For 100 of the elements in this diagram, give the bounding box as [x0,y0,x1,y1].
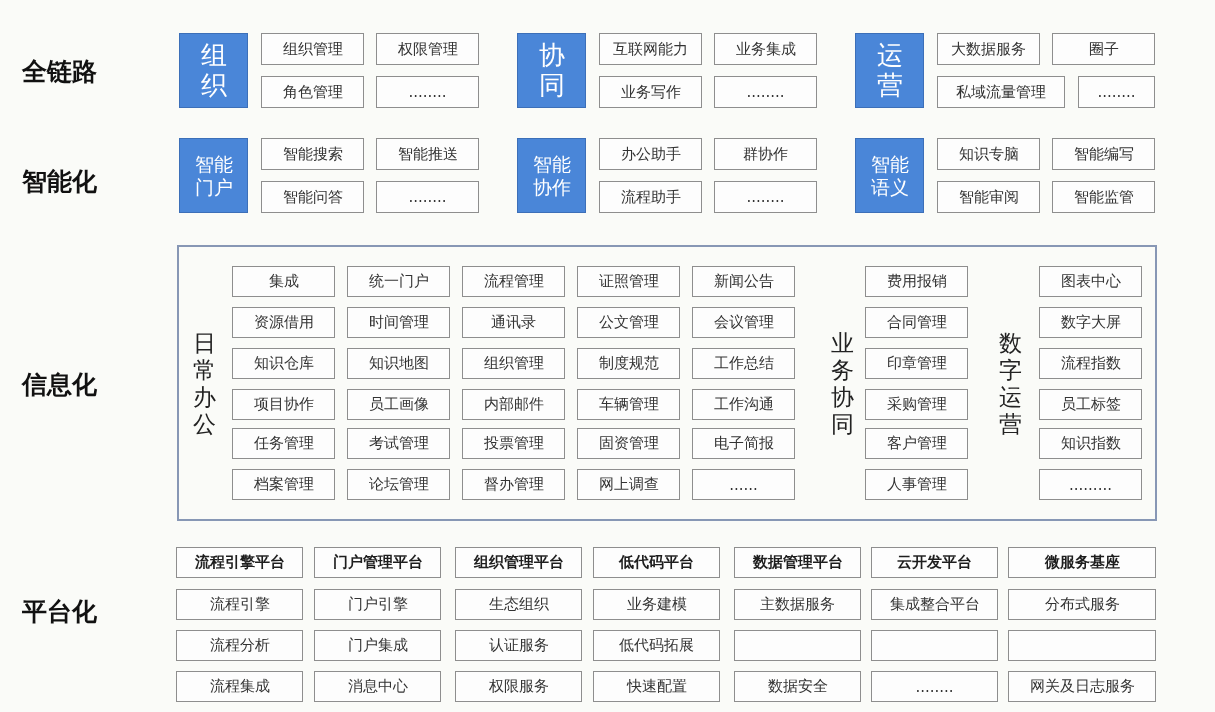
category-box: 智能协作 [517,138,586,213]
module-box: 生态组织 [455,589,582,620]
module-box: 制度规范 [577,348,680,379]
module-box: 资源借用 [232,307,335,338]
module-box: 知识仓库 [232,348,335,379]
module-box: 低代码拓展 [593,630,720,661]
module-box: 大数据服务 [937,33,1040,65]
module-box: 知识指数 [1039,428,1142,459]
module-box: 智能推送 [376,138,479,170]
module-box: 集成 [232,266,335,297]
module-box: 智能监管 [1052,181,1155,213]
module-box: 图表中心 [1039,266,1142,297]
column-heading: 日常办公 [192,330,216,438]
module-box: 组织管理 [261,33,364,65]
module-box: 时间管理 [347,307,450,338]
module-box: 论坛管理 [347,469,450,500]
module-box: 工作沟通 [692,389,795,420]
module-box: ........ [376,181,479,213]
module-box: 智能编写 [1052,138,1155,170]
column-heading: 业务协同 [830,330,854,438]
module-box: 流程分析 [176,630,303,661]
module-box: ........ [1078,76,1155,108]
category-box: 运营 [855,33,924,108]
module-box: 群协作 [714,138,817,170]
layer-label: 信息化 [22,370,97,400]
module-box: 数字大屏 [1039,307,1142,338]
module-box: 流程集成 [176,671,303,702]
module-box: ........ [376,76,479,108]
layer-label: 智能化 [22,167,97,197]
module-box: 门户引擎 [314,589,441,620]
module-box [1008,630,1156,661]
module-box: 通讯录 [462,307,565,338]
module-box: 分布式服务 [1008,589,1156,620]
module-box: 统一门户 [347,266,450,297]
module-box: 快速配置 [593,671,720,702]
category-box: 组织 [179,33,248,108]
category-box: 智能门户 [179,138,248,213]
category-box: 智能语义 [855,138,924,213]
module-box: 采购管理 [865,389,968,420]
platform-box: 组织管理平台 [455,547,582,578]
module-box: 印章管理 [865,348,968,379]
module-box: 业务写作 [599,76,702,108]
module-box: 人事管理 [865,469,968,500]
module-box: 客户管理 [865,428,968,459]
module-box: 网上调查 [577,469,680,500]
module-box: 权限服务 [455,671,582,702]
module-box: 业务集成 [714,33,817,65]
module-box: 流程助手 [599,181,702,213]
module-box [871,630,998,661]
module-box: ........ [714,181,817,213]
module-box: 主数据服务 [734,589,861,620]
module-box: 组织管理 [462,348,565,379]
module-box: 办公助手 [599,138,702,170]
module-box: 考试管理 [347,428,450,459]
module-box: 会议管理 [692,307,795,338]
module-box: 公文管理 [577,307,680,338]
module-box: 固资管理 [577,428,680,459]
module-box: 内部邮件 [462,389,565,420]
module-box: 流程引擎 [176,589,303,620]
module-box: 车辆管理 [577,389,680,420]
module-box [734,630,861,661]
module-box: 权限管理 [376,33,479,65]
module-box: 数据安全 [734,671,861,702]
module-box: 投票管理 [462,428,565,459]
module-box: ......... [1039,469,1142,500]
module-box: 任务管理 [232,428,335,459]
module-box: 合同管理 [865,307,968,338]
module-box: 智能搜索 [261,138,364,170]
module-box: ........ [871,671,998,702]
module-box: 新闻公告 [692,266,795,297]
module-box: 智能审阅 [937,181,1040,213]
category-box: 协同 [517,33,586,108]
module-box: 网关及日志服务 [1008,671,1156,702]
module-box: 电子简报 [692,428,795,459]
module-box: ........ [714,76,817,108]
module-box: 集成整合平台 [871,589,998,620]
module-box: ...... [692,469,795,500]
platform-box: 低代码平台 [593,547,720,578]
module-box: 智能问答 [261,181,364,213]
platform-box: 流程引擎平台 [176,547,303,578]
module-box: 知识地图 [347,348,450,379]
layer-label: 全链路 [22,57,97,87]
module-box: 督办管理 [462,469,565,500]
module-box: 业务建模 [593,589,720,620]
module-box: 项目协作 [232,389,335,420]
column-heading: 数字运营 [998,330,1022,438]
module-box: 知识专脑 [937,138,1040,170]
layer-label: 平台化 [22,597,97,627]
module-box: 门户集成 [314,630,441,661]
module-box: 认证服务 [455,630,582,661]
module-box: 私域流量管理 [937,76,1065,108]
module-box: 流程指数 [1039,348,1142,379]
module-box: 消息中心 [314,671,441,702]
module-box: 档案管理 [232,469,335,500]
platform-box: 微服务基座 [1008,547,1156,578]
module-box: 费用报销 [865,266,968,297]
module-box: 证照管理 [577,266,680,297]
module-box: 角色管理 [261,76,364,108]
platform-box: 数据管理平台 [734,547,861,578]
platform-box: 门户管理平台 [314,547,441,578]
